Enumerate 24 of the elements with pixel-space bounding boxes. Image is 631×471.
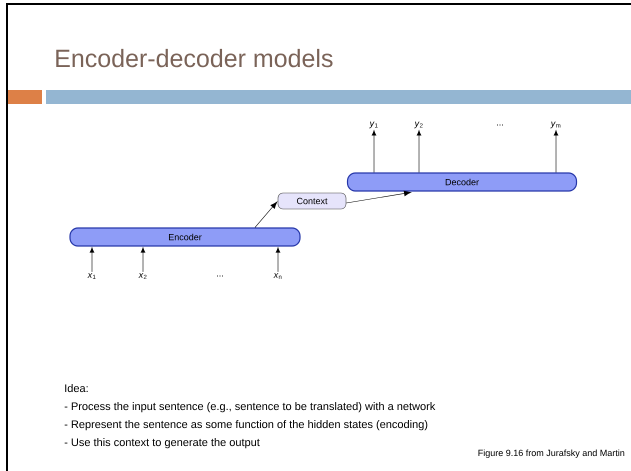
slide-title: Encoder-decoder models: [56, 48, 333, 68]
arrow: [554, 130, 558, 173]
arrow: [254, 202, 278, 228]
ellipsis: ...: [497, 124, 503, 126]
list-item: - Process the input sentence (e.g., sentence to be translated) with a network: [64, 402, 436, 412]
list-item: - Use this context to generate the output: [64, 438, 260, 448]
variable-label: x$_{1}$: [87, 273, 96, 279]
arrow: [416, 130, 422, 173]
arrow: [140, 247, 146, 272]
arrow: [372, 130, 376, 173]
arrow: [90, 247, 94, 272]
context-box: Context: [278, 192, 346, 210]
note-heading: Idea:: [65, 384, 88, 392]
list-item: - Represent the sentence as some function of the hidden states (encoding): [64, 420, 428, 430]
variable-label: x$_{2}$: [138, 273, 146, 279]
variable-label: y$_{m}$: [550, 122, 560, 128]
arrow: [346, 190, 412, 204]
variable-label: y$_{1}$: [369, 122, 378, 128]
figure-credit: Figure 9.16 from Jurafsky and Martin: [478, 449, 624, 458]
arrow: [276, 247, 280, 272]
variable-label: x$_{n}$: [273, 273, 282, 279]
layer-box: Encoder: [69, 227, 301, 247]
variable-label: y$_{2}$: [414, 122, 423, 128]
layer-box: Decoder: [346, 172, 578, 192]
